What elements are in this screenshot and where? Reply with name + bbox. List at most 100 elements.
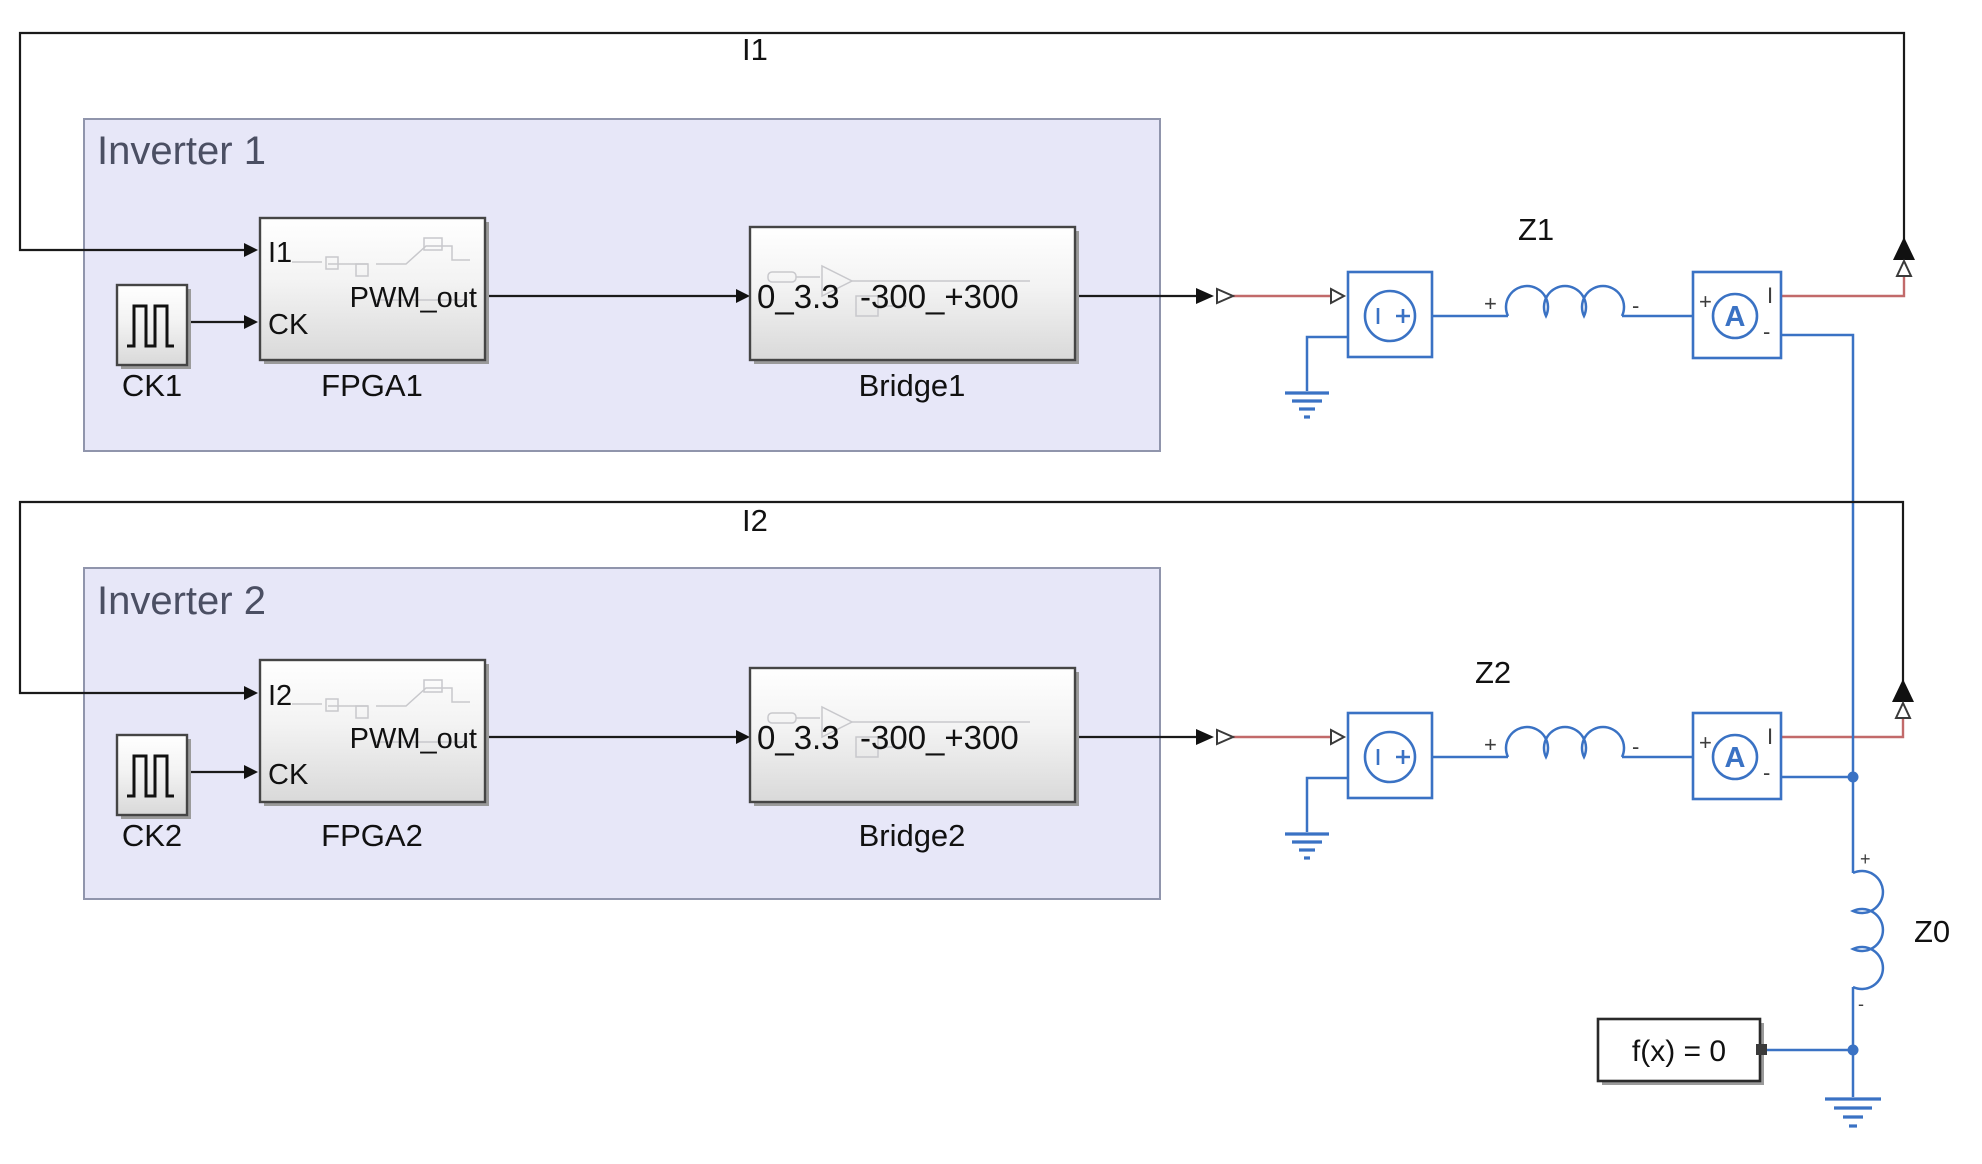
subsystem-block-fpga2[interactable]: [258, 658, 487, 804]
fpga2-port-i2: I2: [268, 680, 292, 712]
arrow-into-fpga2-i2: [244, 686, 258, 700]
z1-minus-sign: -: [1632, 293, 1639, 318]
wire-source2-ground[interactable]: [1305, 776, 1348, 832]
z0-minus-sign: -: [1858, 994, 1864, 1014]
ammeter2-plus-sign: +: [1699, 730, 1712, 755]
ground-icon-2[interactable]: [1285, 832, 1329, 860]
physical-port-triangle-icon-4: [1894, 700, 1912, 719]
electrical-blocks: [1346, 270, 1783, 801]
neutral-bus-upper[interactable]: [1781, 333, 1855, 873]
simulink-blocks: [115, 216, 1767, 1085]
signal-to-physical-arrow-icon-1: [1196, 288, 1214, 304]
pulse-generator-block-ck1[interactable]: [115, 283, 189, 367]
i1-wire-label[interactable]: I1: [742, 32, 768, 67]
solver-label[interactable]: f(x) = 0: [1632, 1035, 1726, 1068]
subsystem-block-bridge2[interactable]: [748, 666, 1077, 804]
junction-dot-2: [1847, 1044, 1859, 1056]
signal-wires[interactable]: [18, 31, 1906, 774]
bridge2-range-out: -300_+300: [860, 719, 1019, 756]
ammeter1-minus-port: -: [1763, 319, 1770, 344]
pulse-wave-icon-2: [127, 754, 174, 798]
ps-wire-ammeter2-converter[interactable]: [1781, 719, 1905, 739]
ck1-label[interactable]: CK1: [122, 368, 182, 403]
arrow-into-fpga1-ck: [244, 315, 258, 329]
bridge1-range-in: 0_3.3: [757, 278, 840, 315]
junction-dot-1: [1847, 771, 1859, 783]
physical-port-triangles: [1216, 258, 1913, 746]
z1-plus-sign: +: [1484, 291, 1497, 316]
ammeter1-letter: A: [1725, 301, 1746, 333]
fpga1-port-ck: CK: [268, 309, 309, 341]
fpga1-port-pwm-out: PWM_out: [350, 282, 477, 314]
ammeter-icon-2: [1711, 733, 1759, 781]
ps-wires[interactable]: [1233, 277, 1906, 739]
fpga2-port-ck: CK: [268, 759, 309, 791]
voltage-source-icon-1: [1363, 289, 1417, 343]
source2-input-chevron-icon: [1330, 728, 1347, 746]
physical-port-triangle-icon-3: [1895, 258, 1913, 277]
solver-configuration-block[interactable]: [1596, 1017, 1762, 1083]
arrow-into-bridge1: [736, 289, 750, 303]
ammeter2-letter: A: [1725, 742, 1746, 774]
z0-label[interactable]: Z0: [1914, 914, 1950, 949]
ammeter1-i-port: I: [1767, 283, 1773, 308]
inductor-z0-coil[interactable]: [1850, 869, 1885, 991]
voltage-source-icon-2: [1363, 730, 1417, 784]
signal-to-physical-arrow-icon-2: [1196, 729, 1214, 745]
i1-feedback-wire[interactable]: [18, 31, 1906, 260]
z1-label[interactable]: Z1: [1518, 212, 1554, 247]
ammeter2-minus-port: -: [1763, 760, 1770, 785]
subsystem-block-bridge1[interactable]: [748, 225, 1077, 362]
ground-icon-3[interactable]: [1825, 1097, 1881, 1128]
physical-to-signal-arrow-icon-1: [1893, 237, 1915, 260]
bridge2-ghost-contents: [767, 705, 1030, 758]
fpga1-ghost-contents: [292, 237, 470, 301]
arrow-into-fpga2-ck: [244, 765, 258, 779]
voltage-source-block-2[interactable]: [1346, 711, 1434, 800]
electrical-wires[interactable]: [1305, 284, 1885, 1097]
fpga1-port-i1: I1: [268, 237, 292, 269]
fpga2-ghost-contents: [292, 679, 470, 743]
fpga1-label[interactable]: FPGA1: [321, 368, 423, 403]
inverter1-label: Inverter 1: [97, 129, 266, 173]
signal-arrowheads: [244, 237, 1915, 779]
bridge1-label[interactable]: Bridge1: [859, 368, 966, 403]
arrow-into-bridge2: [736, 730, 750, 744]
bridge1-range-out: -300_+300: [860, 278, 1019, 315]
ammeter-icon-1: [1711, 292, 1759, 340]
bridge2-label[interactable]: Bridge2: [859, 818, 966, 853]
inductor-z2-coil[interactable]: [1504, 725, 1626, 760]
arrow-into-fpga1-i1: [244, 243, 258, 257]
ammeter2-i-port: I: [1767, 724, 1773, 749]
fpga2-port-pwm-out: PWM_out: [350, 723, 477, 755]
ps-wire-ammeter1-converter[interactable]: [1781, 277, 1906, 298]
fpga2-label[interactable]: FPGA2: [321, 818, 423, 853]
pulse-generator-block-ck2[interactable]: [115, 733, 189, 817]
source1-input-chevron-icon: [1330, 287, 1347, 305]
bridge2-range-in: 0_3.3: [757, 719, 840, 756]
inverter2-label: Inverter 2: [97, 579, 266, 623]
voltage-source-block-1[interactable]: [1346, 270, 1434, 359]
inductor-z1-coil[interactable]: [1504, 284, 1626, 319]
ground-icon-1[interactable]: [1285, 391, 1329, 419]
z2-label[interactable]: Z2: [1475, 655, 1511, 690]
subsystem-block-fpga1[interactable]: [258, 216, 487, 362]
pulse-wave-icon-1: [127, 304, 174, 348]
z2-plus-sign: +: [1484, 732, 1497, 757]
i2-feedback-wire[interactable]: [18, 500, 1905, 702]
bridge1-ghost-contents: [767, 264, 1030, 317]
current-sensor-block-1[interactable]: [1691, 270, 1783, 360]
physical-to-signal-arrow-icon-2: [1892, 679, 1914, 702]
z2-minus-sign: -: [1632, 734, 1639, 759]
current-sensor-block-2[interactable]: [1691, 711, 1783, 801]
wire-source1-ground[interactable]: [1305, 335, 1348, 391]
z0-plus-sign: +: [1860, 849, 1871, 869]
physical-port-triangle-icon-2: [1216, 728, 1236, 746]
i2-wire-label[interactable]: I2: [742, 503, 768, 538]
solver-port-icon: [1756, 1044, 1767, 1055]
plus-terminal-icon-2: [1396, 750, 1410, 764]
physical-port-triangle-icon-1: [1216, 287, 1236, 305]
ck2-label[interactable]: CK2: [122, 818, 182, 853]
plus-terminal-icon-1: [1396, 309, 1410, 323]
